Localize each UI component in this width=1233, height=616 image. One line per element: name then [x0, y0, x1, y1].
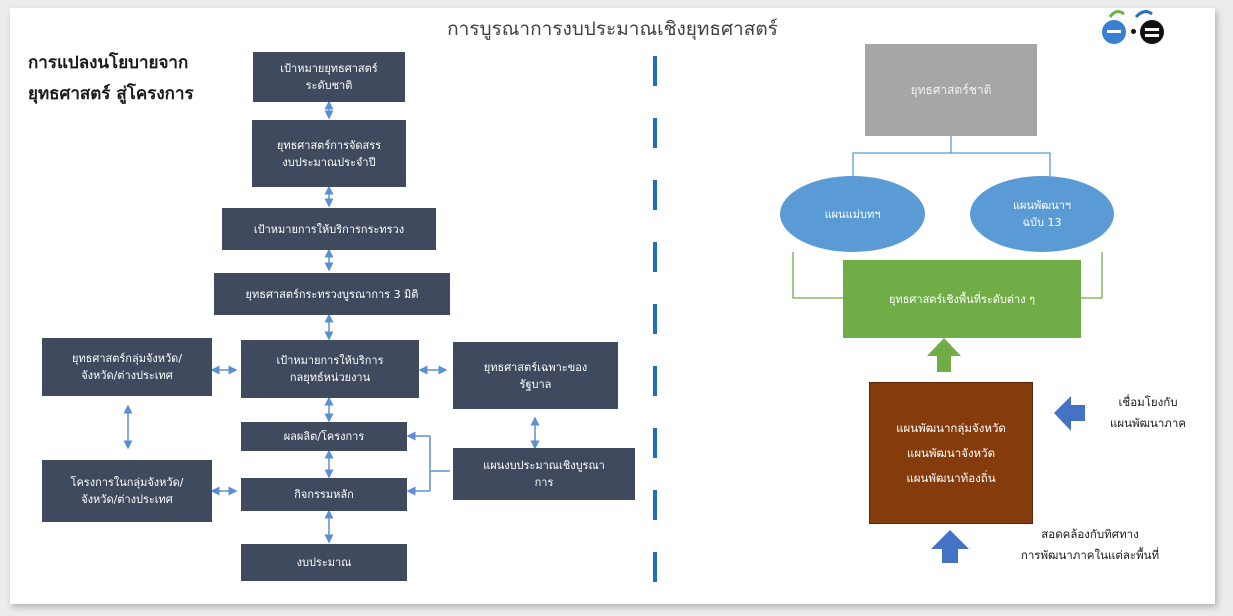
box-budget: งบประมาณ [241, 544, 407, 581]
logo-dark-icon [1140, 20, 1164, 44]
left-heading-line2: ยุทธศาสตร์ สู่โครงการ [28, 84, 194, 104]
logo-swirl-icon [1108, 10, 1153, 18]
box-national-target: เป้าหมายยุทธศาสตร์ระดับชาติ [253, 52, 405, 102]
slide-title: การบูรณาการงบประมาณเชิงยุทธศาสตร์ [447, 18, 778, 40]
green-up-arrow-icon [927, 338, 961, 372]
ellipse-dev-plan: แผนพัฒนาฯฉบับ 13 [970, 176, 1114, 252]
box-national-strategy: ยุทธศาสตร์ชาติ [865, 44, 1037, 136]
box-ministry-target: เป้าหมายการให้บริการกระทรวง [222, 208, 436, 250]
align-note: สอดคล้องกับทิศทาง การพัฒนาภาคในแต่ละพื้น… [1020, 527, 1160, 562]
logo-icon [1102, 20, 1126, 44]
left-heading: การแปลงนโยบายจาก ยุทธศาสตร์ สู่โครงการ [28, 48, 194, 110]
box-area-strategy: ยุทธศาสตร์เชิงพื้นที่ระดับต่าง ๆ [843, 260, 1081, 338]
box-main-activities: กิจกรรมหลัก [241, 478, 407, 511]
box-integrated-plan: แผนงบประมาณเชิงบูรณาการ [453, 448, 635, 500]
blue-left-arrow-icon [1054, 396, 1085, 431]
slide: การบูรณาการงบประมาณเชิงยุทธศาสตร์ การแปล… [10, 8, 1215, 604]
box-outputs: ผลผลิต/โครงการ [241, 422, 407, 451]
box-budget-strategy: ยุทธศาสตร์การจัดสรรงบประมาณประจำปี [252, 120, 406, 187]
vertical-divider [653, 56, 657, 604]
ellipse-master-plan: แผนแม่บทฯ [780, 176, 925, 252]
box-ministry-strategy: ยุทธศาสตร์กระทรวงบูรณาการ 3 มิติ [214, 273, 450, 315]
logo-dot-icon [1131, 29, 1136, 34]
left-heading-line1: การแปลงนโยบายจาก [28, 53, 189, 73]
link-note: เชื่อมโยงกับ แผนพัฒนาภาค [1109, 395, 1187, 430]
box-province-projects: โครงการในกลุ่มจังหวัด/จังหวัด/ต่างประเทศ [42, 460, 212, 522]
box-agency-target: เป้าหมายการให้บริการกลยุทธ์หน่วยงาน [241, 340, 419, 398]
box-province-strategy: ยุทธศาสตร์กลุ่มจังหวัด/จังหวัด/ต่างประเท… [42, 338, 212, 396]
connectors [123, 100, 1103, 563]
blue-up-arrow-icon [931, 530, 969, 563]
box-government-strategy: ยุทธศาสตร์เฉพาะของรัฐบาล [453, 342, 618, 409]
box-local-plans: แผนพัฒนากลุ่มจังหวัด แผนพัฒนาจังหวัด แผน… [869, 382, 1033, 524]
